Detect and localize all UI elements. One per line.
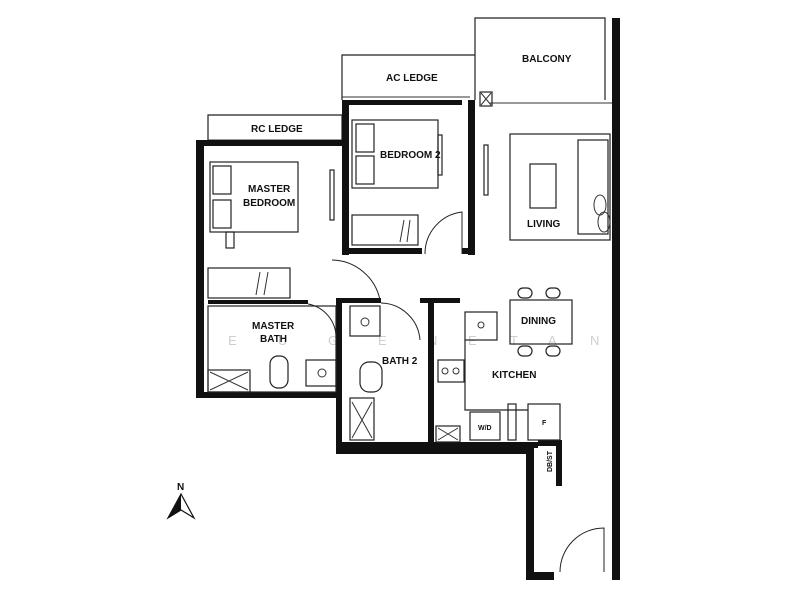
dust-chute-label: DB/ST bbox=[547, 450, 554, 472]
master-bedroom-label: MASTER bbox=[248, 184, 291, 195]
watermark-letter: A bbox=[548, 333, 559, 348]
balcony-outline bbox=[474, 17, 612, 104]
walls bbox=[196, 18, 620, 580]
watermark-letter: E bbox=[228, 333, 239, 348]
doors bbox=[307, 211, 605, 573]
fridge-label: F bbox=[542, 420, 547, 427]
master-bath-label: BATH bbox=[260, 334, 287, 345]
kitchen-label: KITCHEN bbox=[492, 370, 536, 381]
master-bedroom-bed bbox=[209, 161, 335, 249]
watermark-letter: G bbox=[328, 333, 340, 348]
dining-label: DINING bbox=[521, 316, 556, 327]
rc-ledge-label: RC LEDGE bbox=[251, 124, 303, 135]
kitchen-counter bbox=[437, 311, 561, 441]
watermark-letter: T bbox=[510, 333, 520, 348]
master-bath-label: MASTER bbox=[252, 321, 295, 332]
bath2-label: BATH 2 bbox=[382, 356, 418, 367]
north-label: N bbox=[177, 482, 184, 493]
bedroom2-bed bbox=[351, 119, 443, 189]
master-bedroom-wardrobe bbox=[207, 267, 291, 299]
master-bath-fixtures bbox=[207, 305, 337, 393]
dining-table bbox=[509, 287, 573, 357]
ac-ledge-box bbox=[479, 91, 493, 107]
ac-ledge-label: AC LEDGE bbox=[386, 73, 438, 84]
watermark-letter: U bbox=[278, 333, 289, 348]
kitchen-floor-trap bbox=[435, 425, 461, 443]
living-sofa bbox=[483, 133, 611, 241]
ac-ledge-outline bbox=[341, 54, 475, 100]
master-bedroom-label: BEDROOM bbox=[243, 198, 295, 209]
north-arrow: N bbox=[166, 482, 196, 520]
watermark-letter: N bbox=[590, 333, 601, 348]
bath2-fixtures bbox=[349, 305, 383, 441]
washer-dryer-label: W/D bbox=[478, 425, 492, 432]
watermark-letter: E bbox=[378, 333, 389, 348]
bedroom2-wardrobe bbox=[351, 214, 419, 246]
bedroom2-label: BEDROOM 2 bbox=[380, 150, 441, 161]
balcony-label: BALCONY bbox=[522, 54, 572, 65]
living-label: LIVING bbox=[527, 219, 561, 230]
